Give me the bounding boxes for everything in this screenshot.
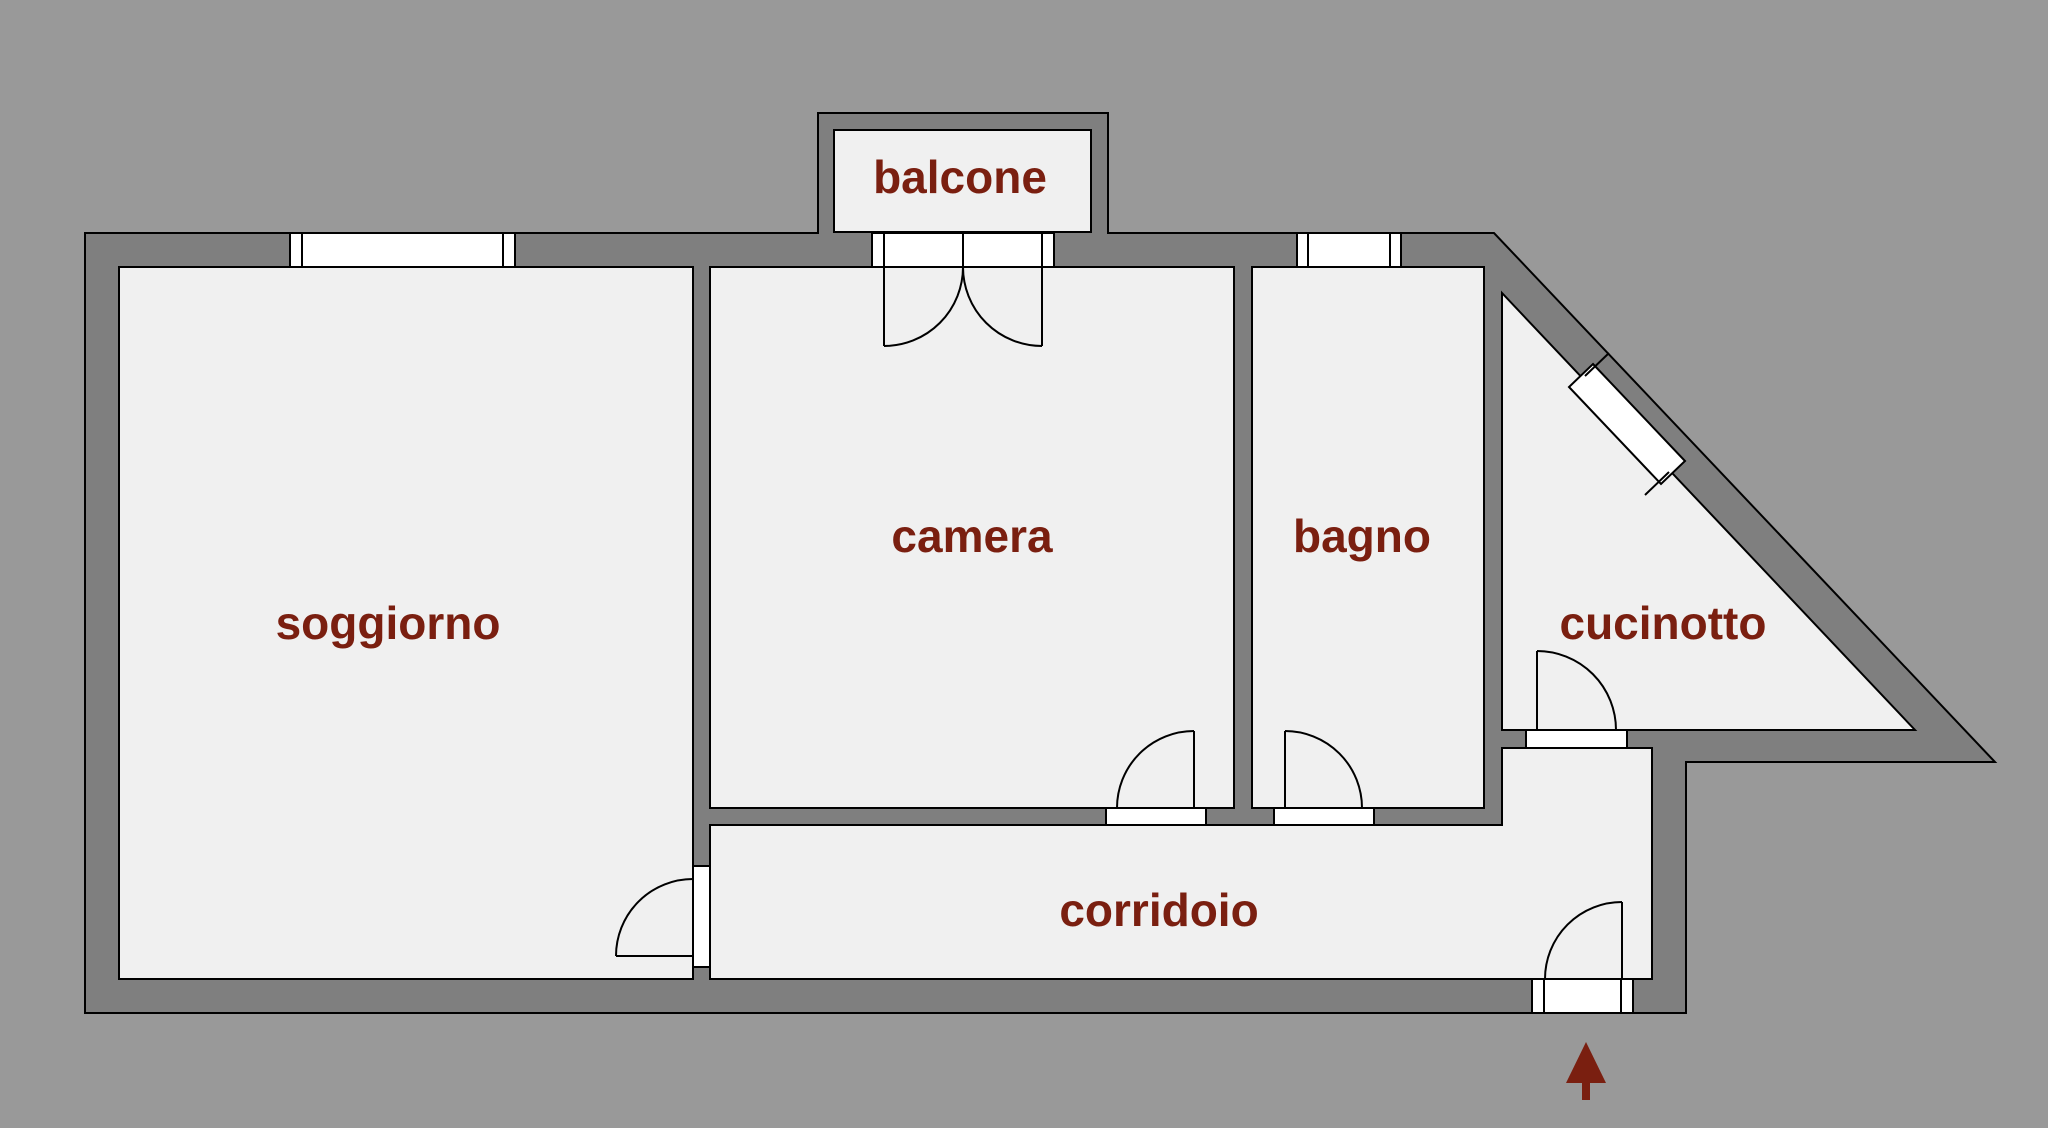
floor-camera xyxy=(709,266,1235,809)
label-bagno: bagno xyxy=(1293,510,1431,562)
floor-balcone xyxy=(833,129,1092,233)
arrow-up-icon xyxy=(1566,1042,1606,1100)
floor-cucinotto xyxy=(1501,290,1918,731)
label-cucinotto: cucinotto xyxy=(1560,597,1767,649)
window-cucinotto xyxy=(1567,352,1687,496)
floor-bagno xyxy=(1251,266,1485,809)
window-soggiorno xyxy=(289,232,516,268)
door-swings xyxy=(615,266,1623,980)
label-balcone: balcone xyxy=(873,151,1047,203)
floor-soggiorno xyxy=(118,266,694,980)
label-soggiorno: soggiorno xyxy=(276,597,501,649)
label-camera: camera xyxy=(891,510,1053,562)
floor-corridoio xyxy=(709,747,1653,980)
door-thresholds xyxy=(692,729,1634,1014)
balcony-door-frame xyxy=(871,232,1055,268)
label-corridoio: corridoio xyxy=(1059,884,1258,936)
window-bagno xyxy=(1296,232,1402,268)
